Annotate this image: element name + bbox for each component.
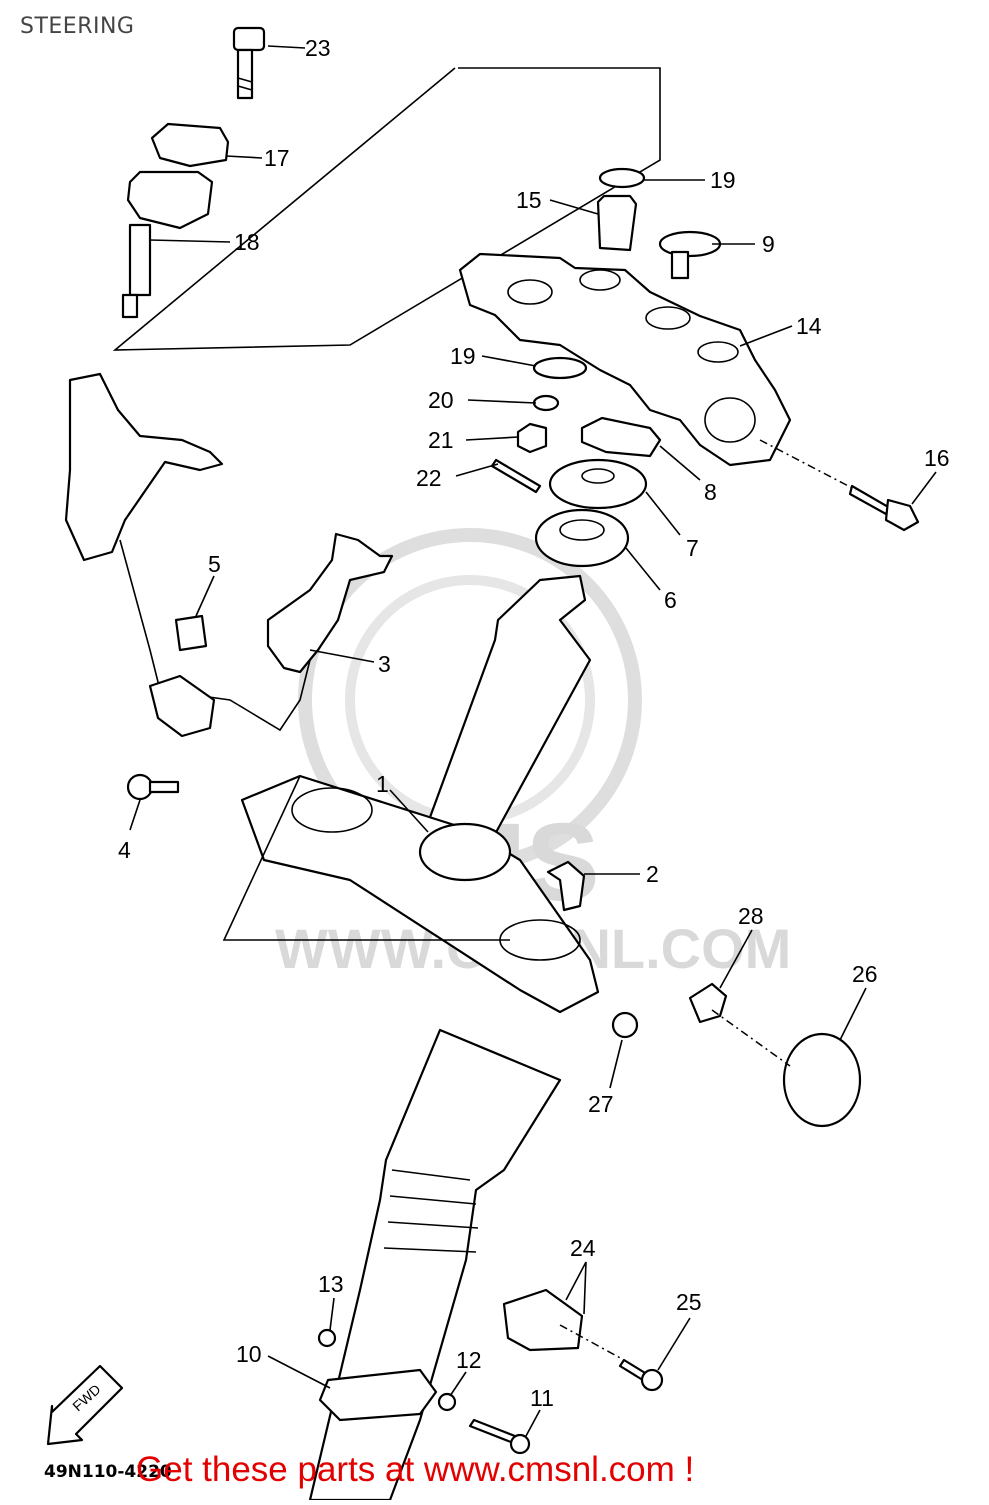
fork-guard-10 [318,1368,438,1422]
clip-2 [546,860,586,912]
handlebar-holder-18 [121,170,214,319]
callout-15: 15 [516,187,542,213]
callout-19-top: 19 [710,167,736,193]
callout-1: 1 [376,771,389,797]
bolt-25 [618,1358,664,1392]
leader-lines [129,45,937,1437]
cotter-pin-22 [490,458,542,494]
fwd-arrow-icon: FWD [46,1364,124,1446]
washer-19 [532,356,588,380]
callout-24: 24 [570,1235,596,1261]
nut-21 [516,422,548,454]
callout-27: 27 [588,1091,614,1117]
stay-clamp [148,674,216,738]
callout-12: 12 [456,1347,482,1373]
callout-2: 2 [646,861,659,887]
stay-rod [119,539,311,732]
callout-17: 17 [264,145,290,171]
washer-19-top [598,167,646,189]
fork-tube [308,1028,562,1502]
nut-12 [437,1392,457,1412]
callout-16: 16 [924,445,950,471]
lower-bracket-outline [222,775,510,941]
bearing-6 [534,508,630,568]
callout-labels: 23 17 18 19 15 9 14 19 20 21 22 8 7 6 16… [118,35,950,1411]
callout-5: 5 [208,551,221,577]
bolt-16-axis [759,439,857,491]
callout-6: 6 [664,587,677,613]
handlebar-group-outline [112,67,661,351]
callout-8: 8 [704,479,717,505]
upper-holder-17 [150,122,230,168]
callout-28: 28 [738,903,764,929]
callout-22: 22 [416,465,442,491]
meter-bracket-3 [266,532,394,674]
nut-27 [611,1011,639,1039]
callout-4: 4 [118,837,131,863]
callout-26: 26 [852,961,878,987]
callout-20: 20 [428,387,454,413]
page-title: STEERING [20,14,135,39]
callout-18: 18 [234,229,260,255]
headlight-stay [64,372,224,562]
steering-stem-1 [240,574,600,1014]
nut-13 [317,1328,337,1348]
bolt-25-axis [559,1324,625,1361]
bracket-28 [688,982,728,1024]
callout-14: 14 [796,313,822,339]
bolt-23 [232,26,266,100]
callout-19: 19 [450,343,476,369]
callout-3: 3 [378,651,391,677]
screw-11 [468,1418,531,1455]
bolt-4 [126,773,180,801]
diagram-code: 49N110-4220 [44,1462,172,1482]
callout-10: 10 [236,1341,262,1367]
callout-23: 23 [305,35,331,61]
promo-link[interactable]: Get these parts at www.cmsnl.com ! [136,1450,695,1489]
washer-7 [548,458,648,510]
upper-bracket-14 [458,252,792,467]
reflector-axis [711,1009,791,1067]
callout-7: 7 [686,535,699,561]
callout-11: 11 [530,1385,554,1411]
cable-guide-24 [502,1288,584,1352]
reflector-26 [782,1032,862,1128]
ring-nut-8 [580,416,662,458]
washer-20 [532,394,560,412]
bolt-16 [848,484,920,532]
callout-25: 25 [676,1289,702,1315]
grommet-5 [174,614,208,652]
callout-13: 13 [318,1271,344,1297]
damper-15 [596,194,638,252]
callout-9: 9 [762,231,775,257]
callout-21: 21 [428,427,454,453]
bolt-9 [658,230,722,280]
